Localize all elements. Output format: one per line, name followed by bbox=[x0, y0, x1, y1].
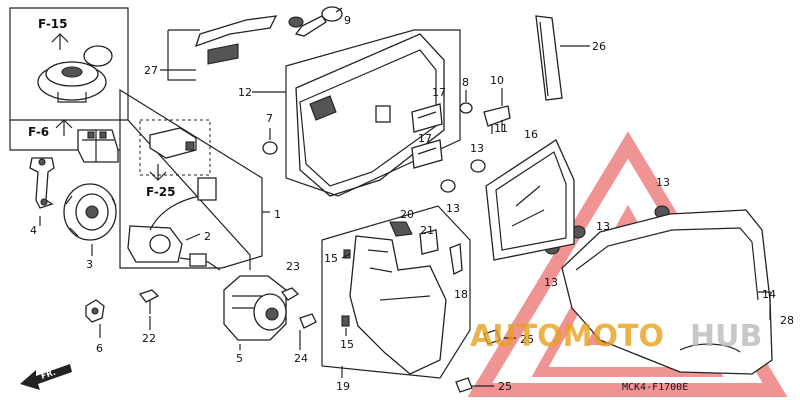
part-19-group-frame bbox=[321, 205, 471, 379]
part-2-switch-harness-icon bbox=[127, 177, 221, 271]
part-number-1: 1 bbox=[274, 208, 281, 221]
part-19-bracket-icon bbox=[341, 221, 463, 375]
part-number-12: 12 bbox=[238, 86, 252, 99]
front-direction-arrow-icon: FR. bbox=[20, 364, 72, 390]
part-6-key-icon bbox=[85, 299, 105, 323]
diagram-code: MCK4-F1700E bbox=[622, 382, 688, 393]
part-number-22: 22 bbox=[142, 332, 156, 345]
part-23-bolt-icon bbox=[280, 287, 300, 301]
part-number-2: 2 bbox=[204, 230, 211, 243]
part-number-19: 19 bbox=[336, 380, 350, 393]
part-24-bolt-icon bbox=[299, 313, 317, 329]
f25-connector-icon bbox=[149, 127, 197, 159]
part-number-13b: 13 bbox=[470, 142, 484, 155]
part-17-label-plates-icon bbox=[411, 103, 443, 169]
part-number-23: 23 bbox=[286, 260, 300, 273]
part-8-grommet-icon bbox=[459, 102, 473, 114]
part-3-ignition-switch-icon bbox=[63, 183, 117, 241]
arrow-f6-icon bbox=[55, 119, 73, 136]
f6-holder-icon bbox=[77, 129, 119, 163]
part-number-21: 21 bbox=[420, 224, 434, 237]
part-number-20: 20 bbox=[400, 208, 414, 221]
callout-leader-frame bbox=[127, 119, 251, 270]
reference-labels: F-15 F-6 F-25 bbox=[28, 17, 176, 199]
arrow-f15-icon bbox=[51, 33, 69, 50]
part-number-8: 8 bbox=[462, 76, 469, 89]
part-number-15a: 15 bbox=[324, 252, 338, 265]
part-number-3: 3 bbox=[86, 258, 93, 271]
watermark-text-main: AUTOMOTO bbox=[470, 319, 664, 354]
part-number-11: 11 bbox=[494, 122, 508, 135]
part-number-4: 4 bbox=[30, 224, 37, 237]
watermark-text-tail: HUB bbox=[690, 319, 762, 354]
part-number-13a: 13 bbox=[446, 202, 460, 215]
ref-label-f6: F-6 bbox=[28, 125, 49, 139]
part-number-10: 10 bbox=[490, 74, 504, 87]
leader-lines bbox=[39, 7, 771, 387]
part-number-17a: 17 bbox=[432, 86, 446, 99]
part-27-strap-icon bbox=[194, 15, 278, 65]
part-5-lock-cylinder-icon bbox=[223, 275, 287, 341]
part-12-group-frame bbox=[285, 29, 461, 197]
part-number-25b: 25 bbox=[498, 380, 512, 393]
fuel-cap-icon bbox=[37, 45, 113, 103]
part-22-bolt-icon bbox=[138, 289, 160, 314]
ref-label-f25: F-25 bbox=[146, 185, 176, 199]
part-number-24: 24 bbox=[294, 352, 308, 365]
part-12-toolbox-icon bbox=[295, 33, 445, 197]
part-number-5: 5 bbox=[236, 352, 243, 365]
part-number-28: 28 bbox=[780, 314, 794, 327]
part-number-16: 16 bbox=[524, 128, 538, 141]
part-number-15b: 15 bbox=[340, 338, 354, 351]
arrow-f25-icon bbox=[149, 164, 167, 181]
part-4-bracket-icon bbox=[29, 157, 55, 209]
direction-label: FR. bbox=[40, 368, 57, 381]
part-number-9: 9 bbox=[344, 14, 351, 27]
part-number-18: 18 bbox=[454, 288, 468, 301]
part-number-13d: 13 bbox=[596, 220, 610, 233]
part-number-labels: 1 2 3 4 5 6 7 8 9 10 11 12 13 13 13 13 1… bbox=[30, 14, 794, 393]
part-number-13c: 13 bbox=[544, 276, 558, 289]
part-number-27: 27 bbox=[144, 64, 158, 77]
part-number-13e: 13 bbox=[656, 176, 670, 189]
watermark-text: AUTOMOTO HUB bbox=[470, 319, 762, 354]
part-number-6: 6 bbox=[96, 342, 103, 355]
part-16-cushion-pad-icon bbox=[485, 139, 575, 261]
part-number-25a: 25 bbox=[520, 333, 534, 346]
part-9-key-icon bbox=[288, 6, 343, 37]
part-14-side-cover-icon bbox=[561, 209, 773, 375]
part-25-bolt-icons bbox=[455, 329, 501, 393]
part-10-clip-icon bbox=[483, 105, 511, 134]
part-number-17b: 17 bbox=[418, 132, 432, 145]
part-1-group-frame bbox=[119, 88, 263, 269]
part-26-strap-icon bbox=[535, 15, 563, 101]
inset-frame-upper bbox=[9, 7, 129, 121]
part-7-grommet-icon bbox=[262, 141, 278, 155]
part-number-14: 14 bbox=[762, 288, 776, 301]
part-number-26: 26 bbox=[592, 40, 606, 53]
ref-label-f15: F-15 bbox=[38, 17, 68, 31]
part-number-7: 7 bbox=[266, 112, 273, 125]
